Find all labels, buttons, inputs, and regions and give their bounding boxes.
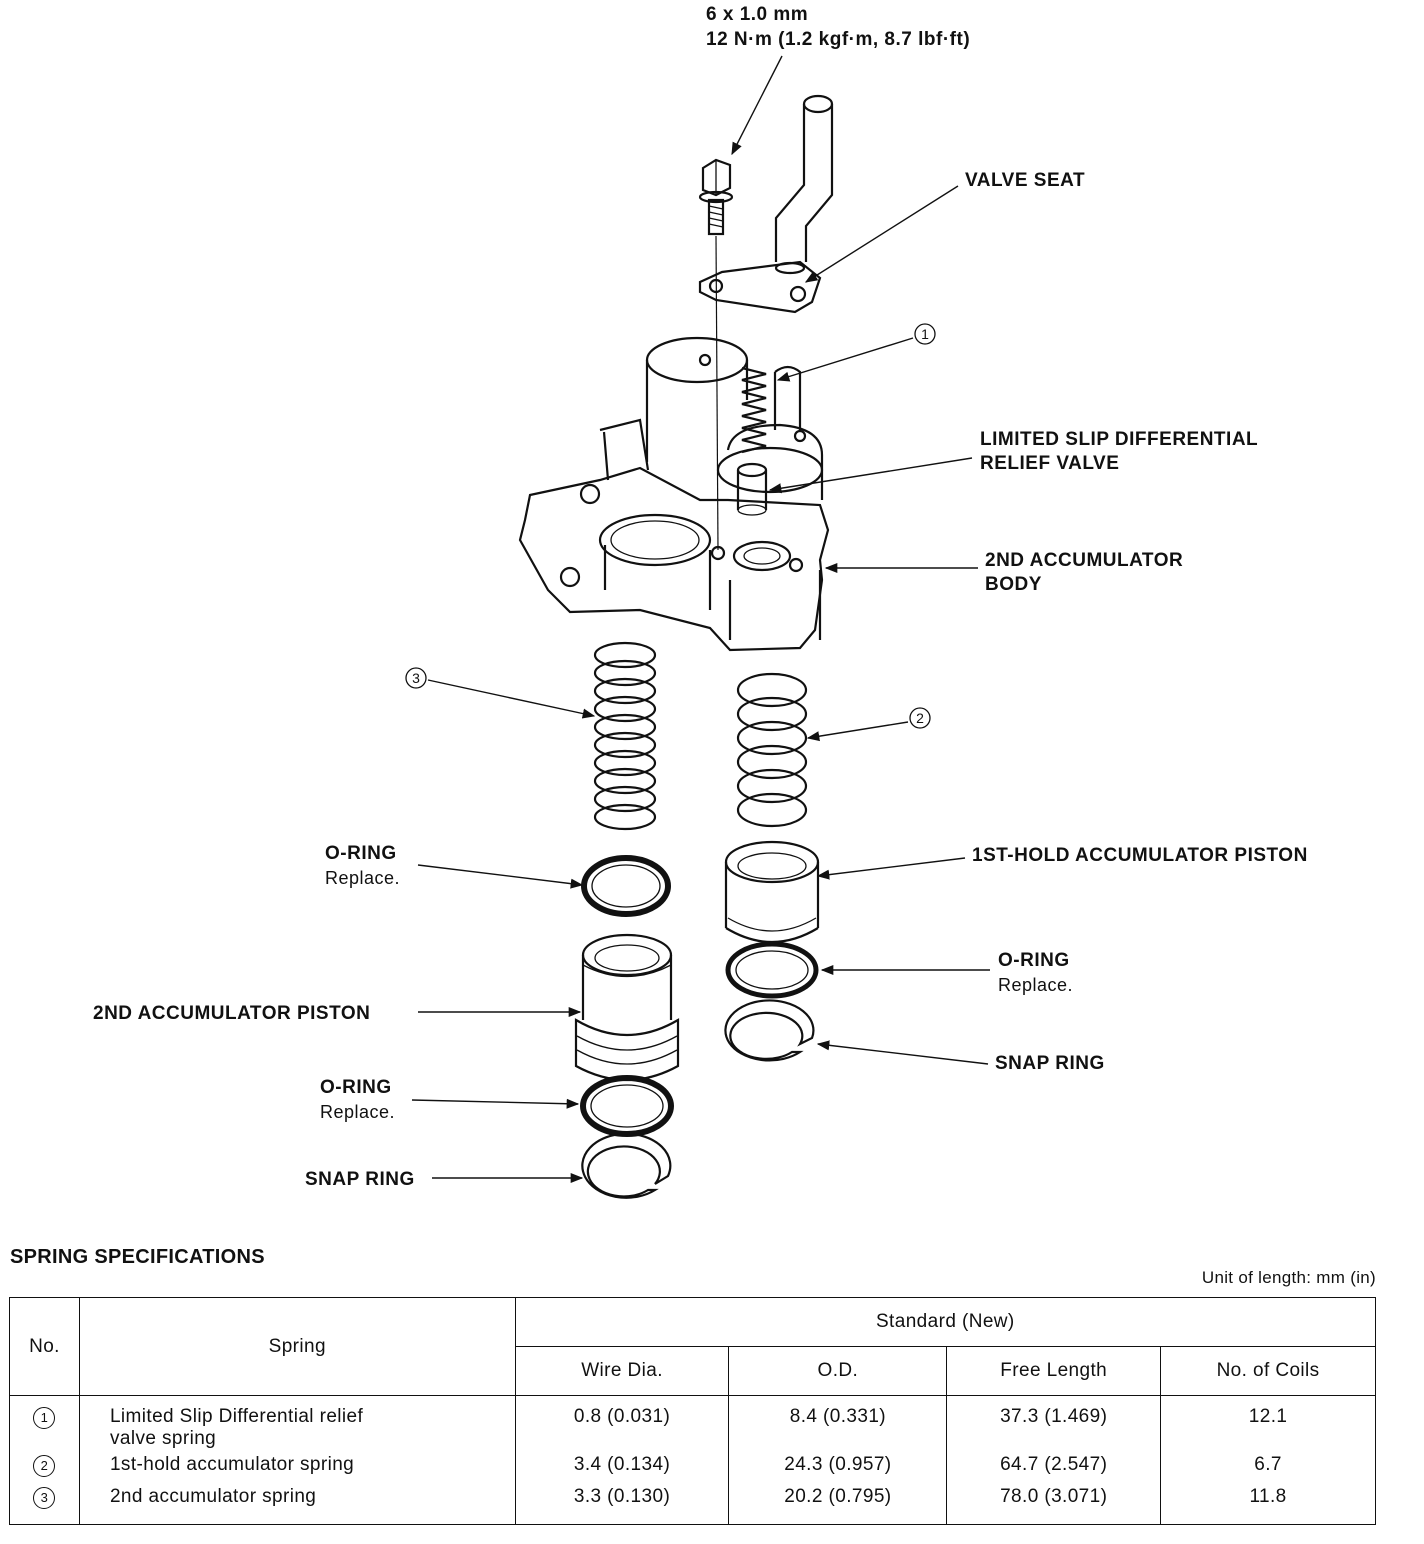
relief-valve-spring bbox=[741, 365, 802, 454]
bolt-center-line bbox=[715, 235, 719, 551]
callout-1-circle bbox=[914, 323, 936, 345]
snap-ring-right-leader bbox=[816, 1040, 989, 1065]
spring-name: 1st-hold accumulator spring bbox=[78, 1452, 516, 1484]
oring-left-top bbox=[581, 855, 671, 917]
spring-name: Limited Slip Differential relief bbox=[109, 1406, 364, 1427]
first-hold-piston-label: 1ST-HOLD ACCUMULATOR PISTON bbox=[972, 845, 1308, 866]
spring-3 bbox=[593, 641, 657, 831]
wire-dia-cell: 3.3 (0.130) bbox=[514, 1484, 730, 1525]
spring-2 bbox=[736, 672, 808, 828]
relief-valve-leader bbox=[768, 457, 973, 494]
table-row: 2 1st-hold accumulator spring 3.4 (0.134… bbox=[9, 1452, 1376, 1484]
od-cell: 8.4 (0.331) bbox=[728, 1395, 948, 1452]
snap-ring-right-label: SNAP RING bbox=[995, 1053, 1105, 1074]
callout-2-circle bbox=[909, 707, 931, 729]
header-no: No. bbox=[9, 1297, 80, 1396]
spec-title: SPRING SPECIFICATIONS bbox=[10, 1246, 265, 1268]
second-piston bbox=[574, 933, 680, 1081]
accumulator-body-label-2: BODY bbox=[985, 574, 1042, 595]
spring-name-cont: valve spring bbox=[109, 1428, 217, 1449]
oring-right-note: Replace. bbox=[998, 975, 1073, 995]
spring-spec-table: No. Spring Standard (New) Wire Dia. O.D.… bbox=[9, 1297, 1377, 1525]
relief-valve-label-2: RELIEF VALVE bbox=[980, 453, 1119, 474]
od-cell: 20.2 (0.795) bbox=[728, 1484, 948, 1525]
callout-2-number: 2 bbox=[916, 710, 924, 726]
callout-3-number: 3 bbox=[412, 670, 420, 686]
free-length-cell: 37.3 (1.469) bbox=[946, 1395, 1162, 1452]
coils-cell: 12.1 bbox=[1160, 1395, 1376, 1452]
callout-1-number: 1 bbox=[921, 326, 929, 342]
valve-seat bbox=[698, 94, 834, 314]
row-number: 1 bbox=[33, 1407, 56, 1429]
snap-ring-right bbox=[724, 999, 815, 1062]
snap-ring-left-label: SNAP RING bbox=[305, 1169, 415, 1190]
callout-2-leader bbox=[806, 721, 909, 742]
valve-seat-label: VALVE SEAT bbox=[965, 170, 1085, 191]
free-length-cell: 64.7 (2.547) bbox=[946, 1452, 1162, 1484]
oring-right-label: O-RING bbox=[998, 950, 1070, 971]
row-number: 2 bbox=[33, 1455, 56, 1477]
oring-right bbox=[725, 941, 819, 999]
coils-cell: 11.8 bbox=[1160, 1484, 1376, 1525]
header-spring: Spring bbox=[78, 1297, 516, 1396]
relief-valve-label-1: LIMITED SLIP DIFFERENTIAL bbox=[980, 429, 1258, 450]
oring-left-bottom bbox=[580, 1075, 674, 1137]
oring-left-top-note: Replace. bbox=[325, 868, 400, 888]
second-piston-label: 2ND ACCUMULATOR PISTON bbox=[93, 1003, 370, 1024]
accumulator-body-label-1: 2ND ACCUMULATOR bbox=[985, 550, 1183, 571]
unit-note: Unit of length: mm (in) bbox=[1201, 1268, 1376, 1287]
free-length-cell: 78.0 (3.071) bbox=[946, 1484, 1162, 1525]
header-wire-dia: Wire Dia. bbox=[514, 1346, 730, 1396]
bolt-leader bbox=[731, 55, 783, 156]
callout-1-leader bbox=[776, 337, 914, 382]
oring-left-bottom-leader bbox=[411, 1098, 580, 1109]
spring-name: 2nd accumulator spring bbox=[78, 1484, 516, 1525]
od-cell: 24.3 (0.957) bbox=[728, 1452, 948, 1484]
first-hold-piston-leader bbox=[816, 857, 966, 880]
callout-3-leader bbox=[427, 679, 596, 719]
oring-left-bottom-label: O-RING bbox=[320, 1077, 392, 1098]
table-row: 3 2nd accumulator spring 3.3 (0.130) 20.… bbox=[9, 1484, 1376, 1525]
snap-ring-left bbox=[581, 1132, 672, 1199]
oring-left-bottom-note: Replace. bbox=[320, 1102, 395, 1122]
bolt-torque-label: 12 N·m (1.2 kgf·m, 8.7 lbf·ft) bbox=[706, 29, 970, 50]
header-od: O.D. bbox=[728, 1346, 948, 1396]
callout-3-circle bbox=[405, 667, 427, 689]
accumulator-body bbox=[518, 336, 830, 652]
oring-left-top-leader bbox=[417, 864, 584, 889]
row-number: 3 bbox=[33, 1487, 56, 1509]
header-free-length: Free Length bbox=[946, 1346, 1162, 1396]
header-standard: Standard (New) bbox=[514, 1297, 1377, 1347]
coils-cell: 6.7 bbox=[1160, 1452, 1376, 1484]
wire-dia-cell: 0.8 (0.031) bbox=[514, 1395, 730, 1452]
first-hold-piston bbox=[724, 840, 820, 943]
exploded-view-diagram: 6 x 1.0 mm 12 N·m (1.2 kgf·m, 8.7 lbf·ft… bbox=[93, 4, 1308, 1199]
valve-seat-leader bbox=[804, 185, 959, 283]
bolt-size-label: 6 x 1.0 mm bbox=[706, 4, 808, 25]
oring-left-top-label: O-RING bbox=[325, 843, 397, 864]
header-coils: No. of Coils bbox=[1160, 1346, 1376, 1396]
wire-dia-cell: 3.4 (0.134) bbox=[514, 1452, 730, 1484]
bolt bbox=[698, 158, 734, 236]
